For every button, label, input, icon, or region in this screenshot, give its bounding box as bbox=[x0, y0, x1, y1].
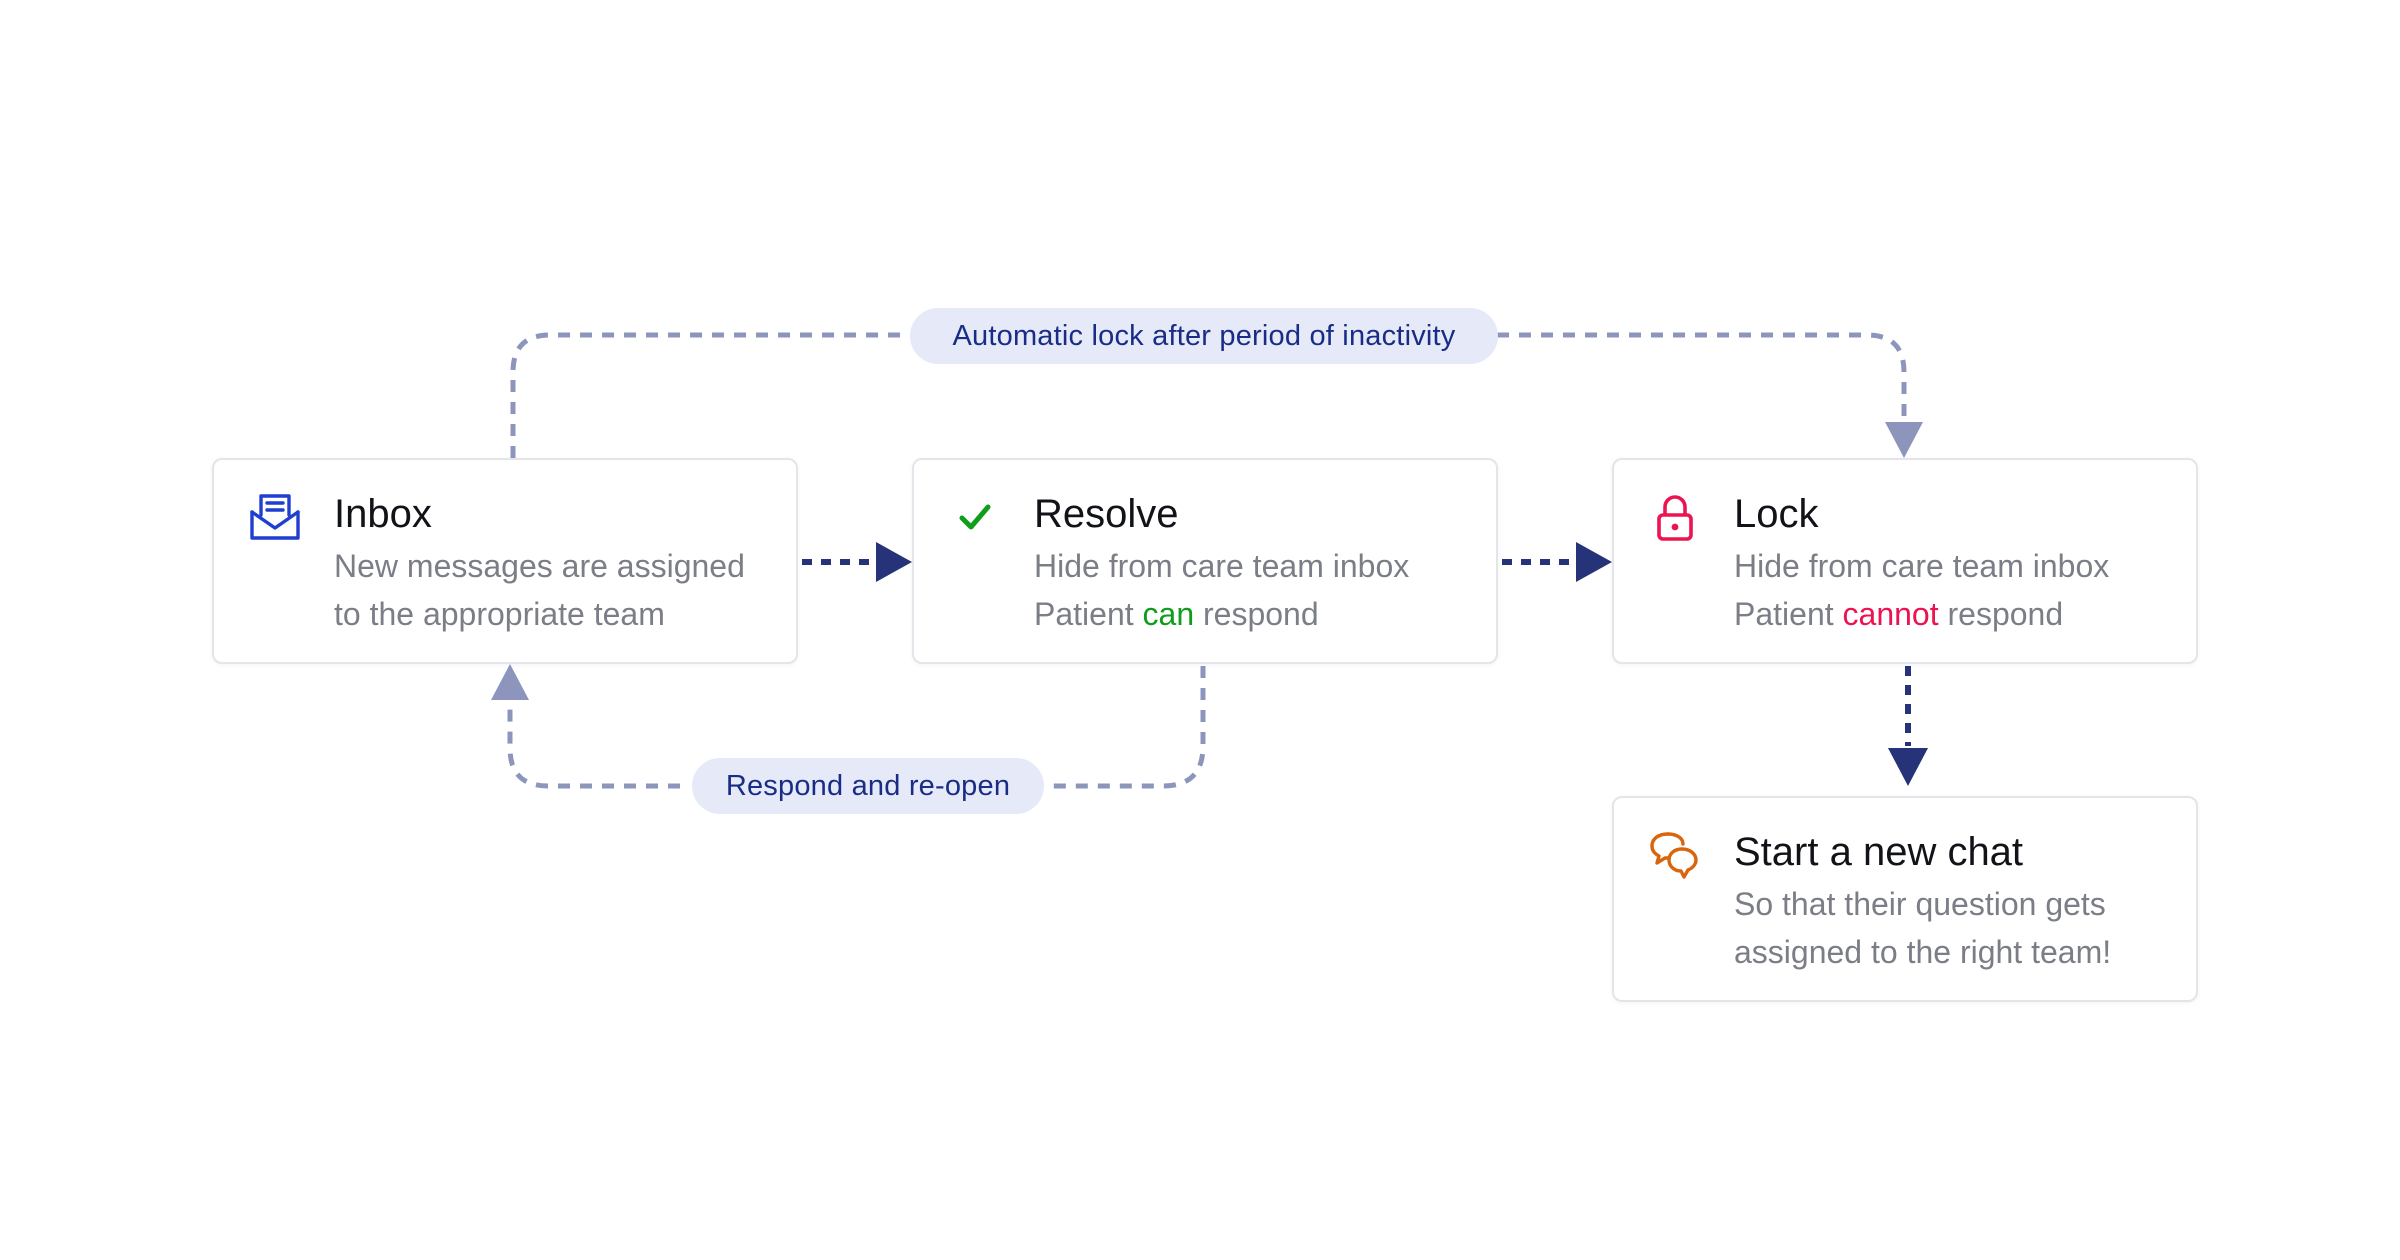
respond-reopen-label: Respond and re-open bbox=[692, 758, 1044, 814]
lock-title: Lock bbox=[1734, 492, 1819, 536]
lock-desc-line-1: Hide from care team inbox bbox=[1734, 548, 2110, 584]
arrow-lock-to-new-chat bbox=[1888, 666, 1928, 786]
arrow-inbox-to-lock-auto bbox=[510, 332, 1923, 458]
new-chat-description: So that their question gets assigned to … bbox=[1734, 880, 2111, 976]
resolve-line2-prefix: Patient bbox=[1034, 596, 1143, 632]
lock-desc-line-2: Patient cannot respond bbox=[1734, 590, 2109, 638]
lock-line2-prefix: Patient bbox=[1734, 596, 1843, 632]
check-icon bbox=[959, 504, 991, 530]
arrow-inbox-to-resolve bbox=[802, 542, 912, 582]
inbox-card: Inbox New messages are assigned to the a… bbox=[212, 458, 798, 664]
resolve-desc-line-1: Hide from care team inbox bbox=[1034, 548, 1410, 584]
resolve-desc-line-2: Patient can respond bbox=[1034, 590, 1409, 638]
lock-icon bbox=[1657, 495, 1693, 541]
lock-card: Lock Hide from care team inbox Patient c… bbox=[1612, 458, 2198, 664]
inbox-description: New messages are assigned to the appropr… bbox=[334, 542, 745, 638]
new-chat-title: Start a new chat bbox=[1734, 830, 2024, 874]
lock-line2-suffix: respond bbox=[1938, 596, 2064, 632]
lock-cannot-highlight: cannot bbox=[1842, 596, 1939, 632]
lock-description: Hide from care team inbox Patient cannot… bbox=[1734, 542, 2109, 638]
inbox-title: Inbox bbox=[334, 492, 432, 536]
new-chat-desc-line-1: So that their question gets bbox=[1734, 886, 2106, 922]
resolve-title: Resolve bbox=[1034, 492, 1179, 536]
envelope-icon bbox=[250, 494, 300, 540]
arrow-resolve-to-inbox-reopen bbox=[491, 664, 1206, 789]
auto-lock-label: Automatic lock after period of inactivit… bbox=[910, 308, 1498, 364]
resolve-line2-suffix: respond bbox=[1194, 596, 1319, 632]
resolve-can-highlight: can bbox=[1142, 596, 1195, 632]
new-chat-card: Start a new chat So that their question … bbox=[1612, 796, 2198, 1002]
inbox-desc-line-2: to the appropriate team bbox=[334, 596, 665, 632]
arrow-resolve-to-lock bbox=[1502, 542, 1612, 582]
chat-bubbles-icon bbox=[1650, 832, 1698, 879]
new-chat-desc-line-2: assigned to the right team! bbox=[1734, 934, 2112, 970]
resolve-description: Hide from care team inbox Patient can re… bbox=[1034, 542, 1409, 638]
inbox-desc-line-1: New messages are assigned bbox=[334, 548, 745, 584]
resolve-card: Resolve Hide from care team inbox Patien… bbox=[912, 458, 1498, 664]
